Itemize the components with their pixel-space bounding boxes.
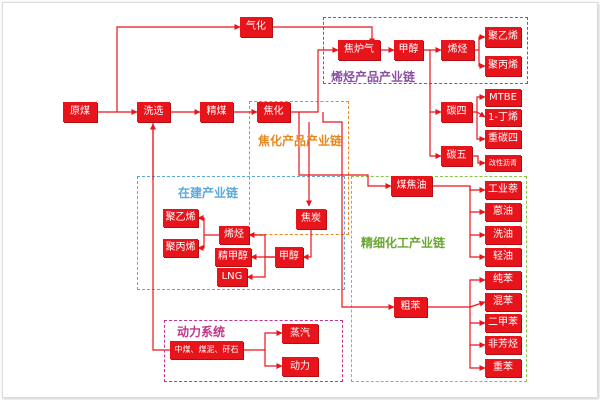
node-pure-benzene: 纯苯 (485, 271, 521, 289)
node-mixed-benzene: 混苯 (485, 293, 521, 311)
coking-group-label: 焦化产品产业链 (258, 134, 343, 148)
power-group-box (164, 320, 343, 382)
node-coke-oven-gas: 焦炉气 (338, 40, 380, 60)
construction-group-label: 在建产业链 (178, 186, 239, 200)
node-xylene: 二甲苯 (485, 314, 521, 332)
node-raw-coal: 原煤 (63, 102, 97, 122)
fine-chem-group-label: 精细化工产业链 (361, 236, 446, 250)
node-clean-coal: 精煤 (200, 102, 233, 122)
node-methanol-top: 甲醇 (394, 40, 423, 60)
node-olefin-left: 烯烃 (219, 226, 249, 244)
node-coking: 焦化 (257, 102, 290, 122)
node-anthracene-oil: 蒽油 (485, 203, 521, 221)
node-c5: 碳五 (441, 146, 472, 166)
coking-group-box (249, 101, 349, 235)
node-heavy-c4: 重碳四 (485, 130, 521, 148)
node-coke: 焦炭 (296, 209, 326, 229)
power-group-label: 动力系统 (177, 325, 226, 339)
node-polypropylene-left: 聚丙烯 (163, 239, 198, 257)
node-washing: 洗选 (137, 102, 170, 122)
node-non-aromatics: 非芳烃 (485, 336, 521, 354)
node-coal-tar: 煤焦油 (391, 176, 432, 196)
node-wash-oil: 洗油 (485, 226, 521, 244)
node-crude-benzene: 粗苯 (394, 297, 427, 317)
node-polyethylene-top: 聚乙烯 (485, 27, 521, 47)
node-gasification: 气化 (240, 17, 272, 37)
node-refined-methanol: 精甲醇 (215, 248, 251, 266)
node-light-oil: 轻油 (485, 248, 521, 266)
node-mtbe: MTBE (485, 89, 521, 106)
node-middlings-slime-gangue: 中煤、煤泥、矸石 (170, 341, 243, 359)
node-polyethylene-left: 聚乙烯 (163, 209, 198, 227)
node-lng: LNG (217, 268, 247, 286)
fine-chem-group-box (351, 176, 527, 382)
node-1-butene: 1-丁烯 (485, 109, 521, 126)
node-modified-asphalt: 改性沥青 (485, 155, 521, 171)
olefin-group-label: 烯烃产品产业链 (331, 70, 416, 84)
node-polypropylene-top: 聚丙烯 (485, 56, 521, 76)
node-heavy-benzene: 重苯 (485, 359, 521, 377)
construction-group-box (137, 176, 345, 290)
node-steam: 蒸汽 (282, 324, 318, 343)
node-c4: 碳四 (441, 102, 472, 122)
node-industrial-naphthalene: 工业萘 (485, 181, 521, 199)
node-methanol-mid: 甲醇 (275, 247, 303, 267)
node-power: 动力 (282, 357, 318, 376)
node-olefin-top: 烯烃 (441, 40, 474, 60)
